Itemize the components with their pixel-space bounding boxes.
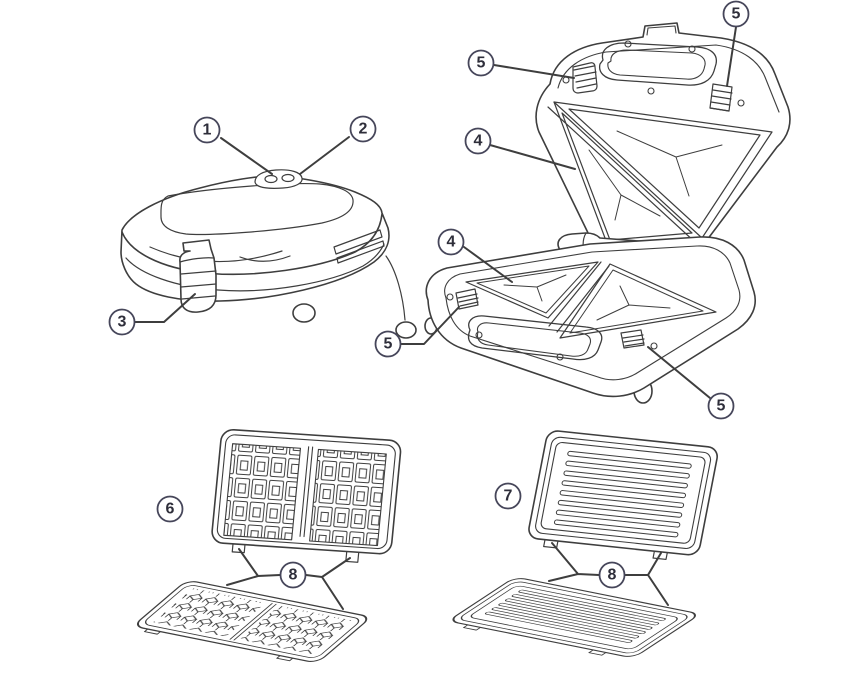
callout-5-lid-left-badge: 5 — [467, 49, 495, 77]
lid-outline — [535, 22, 791, 254]
callouts: 1 2 3 5 5 4 4 5 — [108, 0, 750, 589]
waffle-grid-right — [309, 448, 387, 547]
indicator-lamp-2 — [281, 173, 295, 183]
callout-5-base-right-badge: 5 — [707, 392, 735, 420]
indicator-lamps — [254, 169, 303, 189]
base-inner-rim — [444, 245, 741, 381]
lid-inner-rim — [557, 44, 780, 113]
callout-7-number: 7 — [504, 488, 513, 505]
lid-handle — [598, 42, 718, 86]
leader-5-base-right — [647, 346, 711, 399]
side-vent-slot-1 — [333, 229, 383, 255]
leader-1 — [220, 137, 273, 175]
lid-plates — [547, 101, 773, 247]
callout-8-waffle-badge: 8 — [279, 561, 307, 589]
latch — [179, 239, 217, 313]
closed-front-smile-small — [239, 255, 291, 262]
waffle-plate-lower — [136, 581, 368, 662]
waffle-plates — [136, 428, 402, 662]
leader-3 — [134, 293, 196, 323]
base-clip-left — [455, 288, 479, 310]
lid-notch — [646, 25, 677, 36]
leader-4-lid — [489, 144, 576, 170]
callout-5-number: 5 — [477, 55, 486, 72]
callout-5-number: 5 — [384, 336, 393, 353]
grill-upper-grooves — [553, 450, 692, 538]
base-plate-right — [559, 263, 717, 339]
callout-2-number: 2 — [359, 121, 368, 138]
callout-5-number: 5 — [732, 6, 741, 23]
grill-lower-grooves — [484, 589, 666, 643]
base-plates — [465, 261, 717, 339]
grill-plates — [452, 430, 718, 657]
leader-2 — [299, 136, 350, 175]
leader-8-grill — [548, 542, 669, 606]
grill-plate-upper — [528, 430, 718, 560]
closed-side-edge — [385, 255, 406, 321]
waffle-grid-left — [223, 443, 302, 541]
waffle-bumps-right — [239, 605, 352, 655]
lid-plate-right — [568, 108, 761, 229]
callout-7-badge: 7 — [494, 482, 522, 510]
open-sandwich-maker — [424, 22, 791, 404]
base-handle — [467, 315, 603, 361]
lid-plate-left — [561, 112, 693, 241]
callout-6-number: 6 — [166, 501, 175, 518]
callout-3-number: 3 — [118, 314, 127, 331]
line-art — [120, 22, 791, 662]
callout-4-base-badge: 4 — [437, 228, 465, 256]
closed-sandwich-maker — [120, 169, 417, 339]
callout-8-number: 8 — [608, 567, 617, 584]
indicator-lamp-1 — [264, 174, 278, 184]
waffle-bumps-left — [153, 588, 266, 637]
closed-body — [120, 175, 390, 302]
base-outline — [425, 236, 756, 398]
callout-5-lid-right-badge: 5 — [722, 0, 750, 28]
base-clip-right — [620, 329, 645, 349]
lid-clip-left — [572, 62, 598, 94]
leader-8-waffle — [226, 548, 351, 610]
callout-1-number: 1 — [203, 122, 212, 139]
callout-4-number: 4 — [447, 234, 456, 251]
foot-right — [395, 321, 417, 339]
grill-plate-lower — [452, 578, 696, 657]
leader-5-lid-right — [726, 26, 737, 87]
callout-8-grill-badge: 8 — [598, 561, 626, 589]
leader-lines — [134, 26, 737, 610]
foot-left — [292, 303, 316, 323]
waffle-plate-upper — [211, 428, 402, 563]
open-unit-lid — [535, 22, 791, 254]
callout-4-number: 4 — [474, 133, 483, 150]
leader-5-lid-left — [493, 64, 575, 79]
callout-2-badge: 2 — [349, 115, 377, 143]
side-vent-slot-2 — [336, 240, 385, 264]
leader-5-base-left — [400, 306, 460, 345]
open-unit-base — [424, 236, 756, 404]
lid-screw-holes — [562, 40, 745, 107]
callout-4-lid-badge: 4 — [464, 127, 492, 155]
callout-3-badge: 3 — [108, 308, 136, 336]
lid-clip-right — [709, 83, 733, 112]
callout-8-number: 8 — [289, 567, 298, 584]
callout-5-base-left-badge: 5 — [374, 330, 402, 358]
leader-4-base — [463, 246, 513, 283]
callout-5-number: 5 — [717, 398, 726, 415]
base-plate-left — [465, 261, 599, 319]
callout-6-badge: 6 — [156, 495, 184, 523]
closed-lid-bottom-seam — [125, 243, 385, 292]
callout-1-badge: 1 — [193, 116, 221, 144]
